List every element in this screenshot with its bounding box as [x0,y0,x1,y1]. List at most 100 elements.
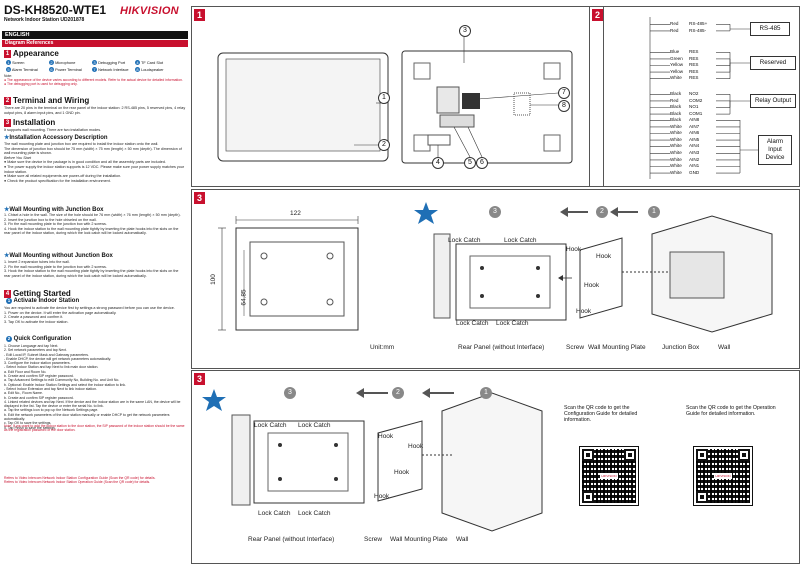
step-item: 4. Hook the indoor station to the wall m… [4,226,179,236]
section-title-text: Appearance [13,49,59,58]
alarm-box-line: Device [765,154,785,161]
step-item: 3. Configure the indoor station paramete… [4,361,71,366]
refer-config-guide: Refers to Video Intercom Network Indoor … [4,476,156,480]
legend-number: 1 [6,60,11,65]
callout-debugging-port: 3 [459,25,471,37]
step-item: b. Create and confirm SIP register passw… [4,395,74,400]
label-wall-mounting-plate: Wall Mounting Plate [588,344,646,351]
wire-color: Black [670,91,682,96]
accessory-desc: The wall mounting plate and junction box… [4,142,186,183]
legend-item: 1 Screen [6,59,49,66]
instruction-column: DS-KH8520-WTE1 Network Indoor Station UD… [0,0,188,566]
label-lock-catch: Lock Catch [258,510,291,517]
wire-pin: COM2 [689,97,703,103]
no-junction-box-steps: 1. Insert 2 expansion tubes into the wal… [4,260,186,278]
wire-pin: RS-485- [689,27,707,33]
callout-microphone: 2 [378,139,390,151]
quick-config-title: 2 Quick Configuration [6,336,71,342]
wiring-lines [649,17,758,179]
callout-network-interface: 7 [558,87,570,99]
wire-pin: AIN2 [689,156,700,162]
step-item: 2. Set network parameters and tap Next. [4,348,67,353]
wire-color: Green [670,55,683,61]
model-subtitle: Network Indoor Station UD201878 [4,17,85,23]
step-item: 1. Choose Language and tap Next. [4,344,59,348]
section-number: 2 [4,96,11,105]
note-line-2: ● The debugging port is used for debuggi… [4,82,78,87]
step-item: - Select Indoor Station and tap Next to … [4,365,99,370]
step-item: 5. Tap Finish to save the settings. [4,425,56,430]
activate-title: 1 Activate Indoor Station [6,298,79,304]
before-you-start-list: ● Make sure the device in the package is… [4,160,186,183]
accessory-dims-text: The dimension of junction box should be … [4,146,182,156]
wire-pin: AIN7 [689,123,700,129]
qr-finder [624,449,636,461]
step-item: 2. Create a password and confirm it. [4,315,64,320]
step-2-marker: 2 [392,387,404,399]
section-wiring-title: 2 Terminal and Wiring [4,96,89,105]
appearance-drawing [217,37,573,164]
wire-color: White [670,149,682,155]
label-rear-panel: Rear Panel (without Interface) [248,536,335,543]
legend-item: 5 Alarm Terminal [6,66,49,73]
label-wall: Wall [718,344,731,351]
legend-number: 5 [6,67,11,72]
step-1-marker: 1 [480,387,492,399]
callout-loudspeaker: 8 [558,100,570,112]
accessory-desc-text: The wall mounting plate and junction box… [4,142,159,146]
legend-label: Power Terminal [54,67,82,72]
panel-install-no-junction-box: 3 3 2 1 Lock Catch Lock Catch Lock Catch… [191,370,800,564]
label-hook: Hook [584,282,600,289]
step-item: a. Tap Advanced Settings to edit Communi… [4,378,120,383]
step-item: 1. Insert 2 expansion tubes into the wal… [4,260,70,264]
wire-color: White [670,75,682,81]
qr-config-guide[interactable]: HIKVISION [579,446,640,507]
legend-label: TF Card Slot [140,60,164,65]
alarm-box-line: Alarm [766,138,784,145]
legend-number: 4 [135,60,140,65]
panel-number: 3 [194,373,205,385]
step-item: a. Tap the settings icon to pop up the N… [4,408,99,413]
wire-color: White [670,130,682,136]
accessory-desc-title: ★Installation Accessory Description [4,135,108,141]
wire-pin: AIN8 [689,117,700,122]
legend-label: Screen [11,60,25,65]
qr-config-caption: Scan the QR code to get the Configuratio… [564,405,638,424]
legend-label: Debugging Port [97,60,126,65]
dim-height: 100 [209,274,217,285]
before-you-start-title: Before You Start [4,155,31,160]
wire-pin: GND [689,169,700,175]
activate-steps: You are required to activate the device … [4,306,186,324]
accessory-desc-title-text: Installation Accessory Description [9,135,108,141]
legend-item: 7 Network Interface [92,66,135,73]
install-drawing-no-jb [202,388,543,532]
step-1-marker: 1 [648,206,660,218]
label-rear-panel: Rear Panel (without Interface) [458,344,545,351]
step-item: a. Edit Floor and Room No. [4,369,47,374]
label-screw: Screw [364,536,383,543]
before-item: ● The power supply the indoor station su… [4,164,185,174]
callout-power-terminal: 6 [476,157,488,169]
alarm-box-line: Input [768,146,782,153]
label-hook: Hook [374,493,390,500]
qr-brand: HIKVISION [714,473,732,479]
label-lock-catch: Lock Catch [298,510,331,517]
step-2-marker: 2 [596,206,608,218]
unit-label: Unit:mm [370,344,395,351]
before-item: ● Check the product specification for th… [4,178,111,183]
qr-operation-guide[interactable]: HIKVISION [693,446,754,507]
